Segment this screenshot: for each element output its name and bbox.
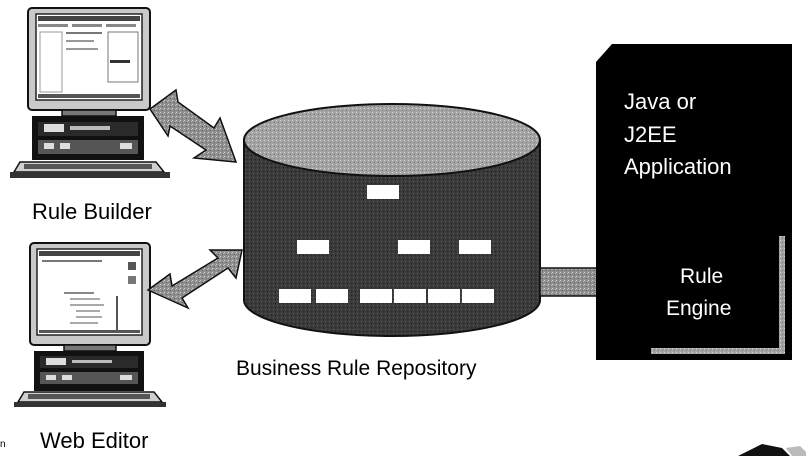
rule-block xyxy=(279,289,311,303)
label-web-editor: Web Editor xyxy=(40,428,149,453)
double-arrow-top xyxy=(148,88,238,163)
engine-line-1: Rule xyxy=(680,265,724,288)
rule-block xyxy=(428,289,460,303)
rule-block xyxy=(367,185,399,199)
label-rule-builder: Rule Builder xyxy=(32,199,152,224)
computer-rule-builder xyxy=(10,7,170,178)
left-edge-fragment: n xyxy=(0,439,6,450)
application-line-2: J2EE xyxy=(624,122,677,147)
rule-block xyxy=(316,289,348,303)
corner-logo xyxy=(738,444,806,456)
rule-block xyxy=(297,240,329,254)
double-arrow-bottom xyxy=(146,249,243,310)
computer-web-editor xyxy=(14,242,166,407)
engine-line-2: Engine xyxy=(666,297,732,320)
rule-block xyxy=(462,289,494,303)
rule-block xyxy=(398,240,430,254)
label-repository: Business Rule Repository xyxy=(236,357,477,380)
rule-block xyxy=(394,289,426,303)
repository-cylinder xyxy=(243,103,541,337)
monitor-screen xyxy=(35,13,143,101)
application-line-3: Application xyxy=(624,154,732,179)
rule-block xyxy=(459,240,491,254)
application-box xyxy=(596,44,792,360)
rule-block xyxy=(360,289,392,303)
application-line-1: Java or xyxy=(624,89,697,114)
